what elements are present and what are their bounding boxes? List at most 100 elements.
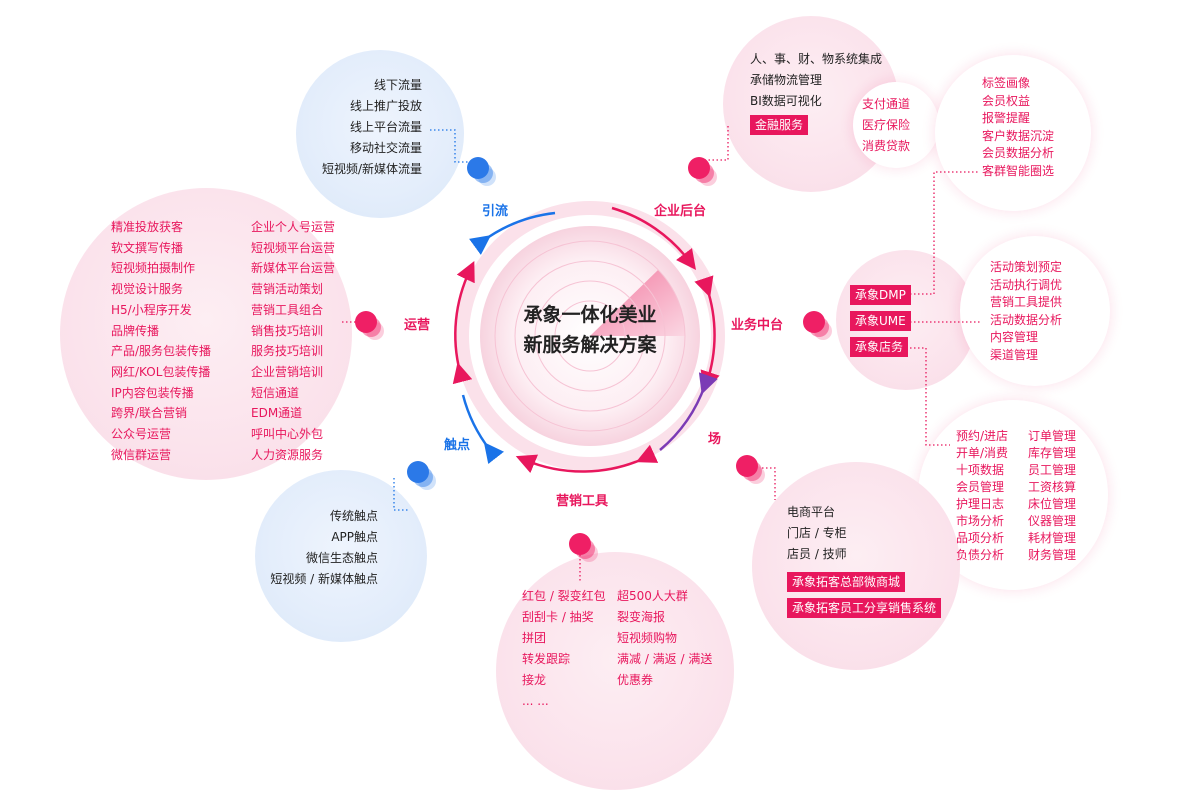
list-item: 优惠券: [617, 673, 654, 687]
list-item: 预约/进店: [956, 429, 1009, 443]
list-item: 短信通道: [251, 385, 300, 400]
list-item: 会员权益: [982, 93, 1031, 108]
list-item: 护理日志: [956, 497, 1005, 511]
list-item: 消费贷款: [862, 139, 911, 153]
arc-yunying: [452, 260, 475, 385]
list-item: 线上平台流量: [349, 120, 422, 134]
yunying-dot: [355, 311, 377, 333]
list-item: 转发跟踪: [522, 652, 571, 666]
qiye-list: 人、事、财、物系统集成 承储物流管理 BI数据可视化 金融服务: [750, 49, 882, 138]
yinliu-list: 线下流量 线上推广投放 线上平台流量 移动社交流量 短视频/新媒体流量: [300, 75, 422, 180]
list-item: 拼团: [522, 631, 547, 645]
chang-list: 电商平台 门店 / 专柜 店员 / 技师 承象拓客总部微商城 承象拓客员工分享销…: [787, 502, 942, 621]
list-item: 支付通道: [862, 97, 911, 111]
list-item: 财务管理: [1028, 548, 1077, 562]
center-ring: [554, 300, 626, 372]
chang-bubble: [752, 462, 960, 670]
ume-tag[interactable]: 承象UME: [850, 311, 911, 331]
list-item: 仪器管理: [1028, 514, 1077, 528]
list-item: 医疗保险: [862, 118, 911, 132]
list-item: 企业营销培训: [251, 364, 324, 379]
chudian-list: 传统触点 APP触点 微信生态触点 短视频 / 新媒体触点: [262, 506, 378, 590]
list-item: 品项分析: [956, 531, 1005, 545]
list-item: 线下流量: [373, 78, 422, 92]
dmp-tag[interactable]: 承象DMP: [850, 285, 911, 305]
list-item: 十项数据: [956, 463, 1005, 477]
category-chudian: 触点: [444, 438, 471, 453]
ume-list: 活动策划预定 活动执行调优 营销工具提供 活动数据分析 内容管理 渠道管理: [990, 259, 1062, 364]
finance-tag[interactable]: 金融服务: [750, 115, 809, 135]
list-item: 呼叫中心外包: [251, 427, 324, 442]
list-item: 人、事、财、物系统集成: [750, 52, 883, 66]
finance-list: 支付通道 医疗保险 消费贷款: [862, 94, 910, 157]
list-item: 客群智能圈选: [982, 163, 1055, 178]
category-yunying: 运营: [404, 318, 431, 333]
center-ring: [514, 260, 666, 412]
category-qiye: 企业后台: [654, 204, 707, 219]
list-item: 短视频平台运营: [251, 240, 336, 255]
category-yewu: 业务中台: [731, 318, 784, 333]
arc-qiye: [611, 206, 697, 270]
yingxiao-dot: [569, 533, 591, 555]
dmp-detail-bubble: [935, 55, 1091, 211]
fenxiang-system-tag[interactable]: 承象拓客员工分享销售系统: [787, 598, 942, 618]
list-item: BI数据可视化: [750, 94, 822, 108]
list-item: 微信群运营: [111, 447, 172, 462]
yunying-col1: 精准投放获客 软文撰写传播 短视频拍摄制作 视觉设计服务 H5/小程序开发 品牌…: [111, 217, 211, 465]
list-item: 满减 / 满返 / 满送: [617, 652, 713, 666]
list-item: 耗材管理: [1028, 531, 1077, 545]
list-item: 微信生态触点: [305, 551, 378, 565]
arc-yingxiao: [515, 444, 659, 474]
list-item: 精准投放获客: [111, 220, 184, 234]
list-item: 标签画像: [982, 76, 1031, 90]
list-item: 移动社交流量: [349, 141, 422, 155]
list-item: 库存管理: [1028, 446, 1077, 460]
list-item: 门店 / 专柜: [787, 526, 847, 540]
connector-qiye: [702, 126, 729, 161]
list-item: 市场分析: [956, 514, 1005, 528]
category-yingxiao: 营销工具: [556, 494, 609, 509]
list-item: 店员 / 技师: [787, 547, 847, 561]
list-item: APP触点: [331, 530, 378, 544]
list-item: 产品/服务包装传播: [111, 344, 212, 359]
list-item: 活动策划预定: [990, 260, 1063, 274]
weishangcheng-tag[interactable]: 承象拓客总部微商城: [787, 572, 906, 592]
center-title-line2: 新服务解决方案: [523, 334, 657, 356]
list-item: 工资核算: [1028, 480, 1077, 494]
list-item: 跨界/联合营销: [111, 406, 188, 421]
yingxiao-col2: 超500人大群 裂变海报 短视频购物 满减 / 满返 / 满送 优惠券: [617, 586, 712, 691]
list-item: 订单管理: [1028, 429, 1077, 443]
list-item: 视觉设计服务: [111, 282, 184, 297]
yinliu-bubble: [296, 50, 464, 218]
category-chang: 场: [708, 432, 722, 447]
list-item: 员工管理: [1028, 463, 1077, 477]
list-item: 软文撰写传播: [111, 240, 184, 255]
list-item: 接龙: [522, 673, 547, 687]
list-item: 电商平台: [787, 505, 836, 519]
list-item: 传统触点: [329, 509, 378, 523]
list-item: 会员管理: [956, 480, 1005, 494]
center-ring: [534, 280, 646, 392]
list-item: 销售技巧培训: [251, 323, 324, 338]
list-item: IP内容包装传播: [111, 385, 194, 400]
list-item: 客户数据沉淀: [982, 128, 1055, 143]
chang-dot: [736, 455, 758, 477]
list-item: 开单/消费: [956, 446, 1009, 460]
yewu-dot: [803, 311, 825, 333]
dianwu-tag[interactable]: 承象店务: [850, 337, 909, 357]
list-item: 裂变海报: [617, 610, 666, 624]
chudian-dot: [407, 461, 429, 483]
list-item: 短视频购物: [617, 631, 678, 645]
yunying-col2: 企业个人号运营 短视频平台运营 新媒体平台运营 营销活动策划 营销工具组合 销售…: [251, 217, 335, 465]
list-item: 红包 / 裂变红包: [522, 589, 606, 603]
yewu-tags: 承象DMP 承象UME 承象店务: [850, 282, 911, 360]
list-item: 短视频拍摄制作: [111, 261, 196, 276]
dianwu-col1: 预约/进店 开单/消费 十项数据 会员管理 护理日志 市场分析 品项分析 负债分…: [956, 428, 1008, 564]
center-wedge: [590, 270, 685, 336]
list-item: 刮刮卡 / 抽奖: [522, 610, 594, 624]
list-item: EDM通道: [251, 406, 303, 421]
list-item: 承储物流管理: [750, 73, 823, 87]
yingxiao-col1: 红包 / 裂变红包 刮刮卡 / 抽奖 拼团 转发跟踪 接龙 ... ...: [522, 586, 606, 712]
list-item: 服务技巧培训: [251, 344, 324, 359]
connector-chang: [762, 467, 776, 500]
